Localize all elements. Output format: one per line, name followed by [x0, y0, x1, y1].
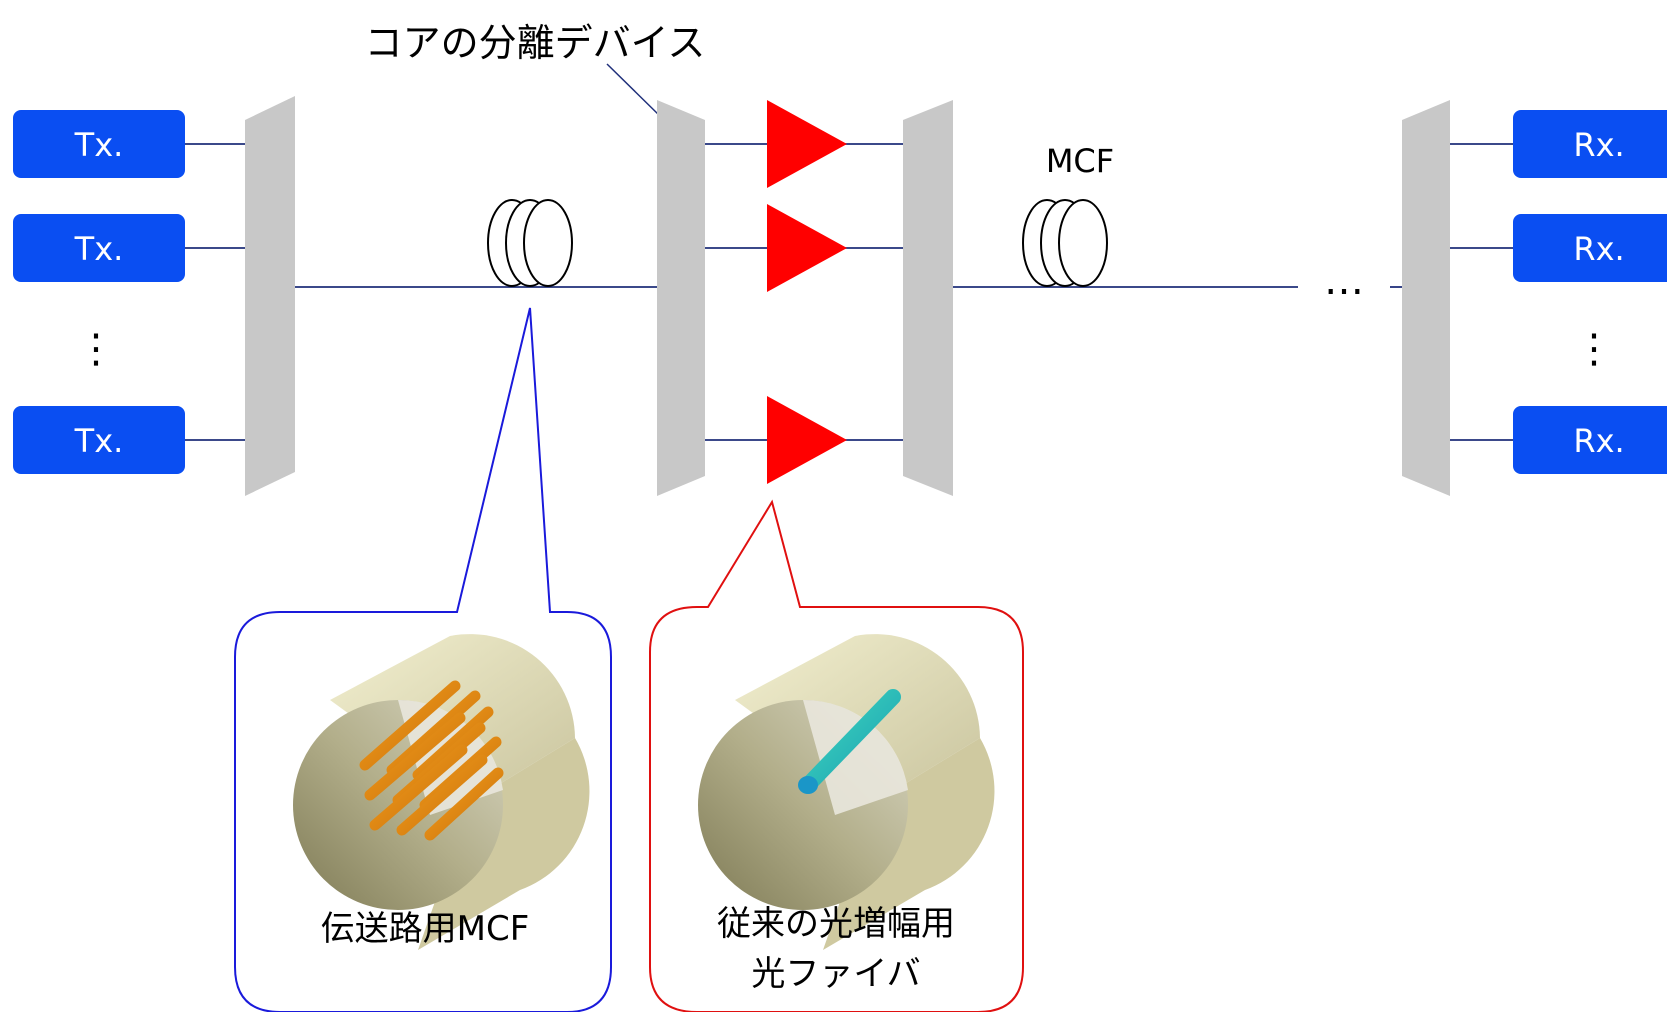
svg-text:Rx.: Rx.	[1573, 230, 1624, 268]
tx-vertical-dots: ⋮	[76, 326, 116, 372]
amplifier-2	[767, 204, 847, 292]
multicore-fiber-illustration	[293, 634, 590, 950]
svg-text:Tx.: Tx.	[74, 126, 124, 164]
svg-text:Rx.: Rx.	[1573, 422, 1624, 460]
callout-right-text-line2: 光ファイバ	[751, 954, 920, 994]
separation-device-pointer	[606, 63, 663, 119]
tx-box-3: Tx.	[13, 406, 185, 474]
fan-in-device-3	[903, 100, 953, 496]
amplifier-3	[767, 396, 847, 484]
rx-box-2: Rx.	[1513, 214, 1667, 282]
svg-text:Tx.: Tx.	[74, 422, 124, 460]
svg-text:Tx.: Tx.	[74, 230, 124, 268]
separation-device-label: コアの分離デバイス	[365, 21, 706, 65]
continuation-ellipsis: …	[1324, 258, 1364, 304]
amplifier-1	[767, 100, 847, 188]
signal-lines	[185, 143, 1513, 441]
fan-in-device-1	[245, 96, 295, 496]
callout-left-text: 伝送路用MCF	[321, 909, 530, 949]
callout-right-text-line1: 従来の光増幅用	[717, 904, 955, 944]
fiber-spool-1-icon	[487, 199, 573, 287]
tx-box-2: Tx.	[13, 214, 185, 282]
fiber-spool-2-icon	[1022, 199, 1108, 287]
fan-out-device-2	[657, 100, 705, 496]
rx-box-3: Rx.	[1513, 406, 1667, 474]
svg-text:Rx.: Rx.	[1573, 126, 1624, 164]
rx-vertical-dots: ⋮	[1574, 326, 1614, 372]
fan-out-device-4	[1402, 100, 1450, 496]
mcf-label: MCF	[1046, 142, 1114, 180]
tx-box-1: Tx.	[13, 110, 185, 178]
rx-box-1: Rx.	[1513, 110, 1667, 178]
single-core-fiber-illustration	[698, 634, 995, 950]
